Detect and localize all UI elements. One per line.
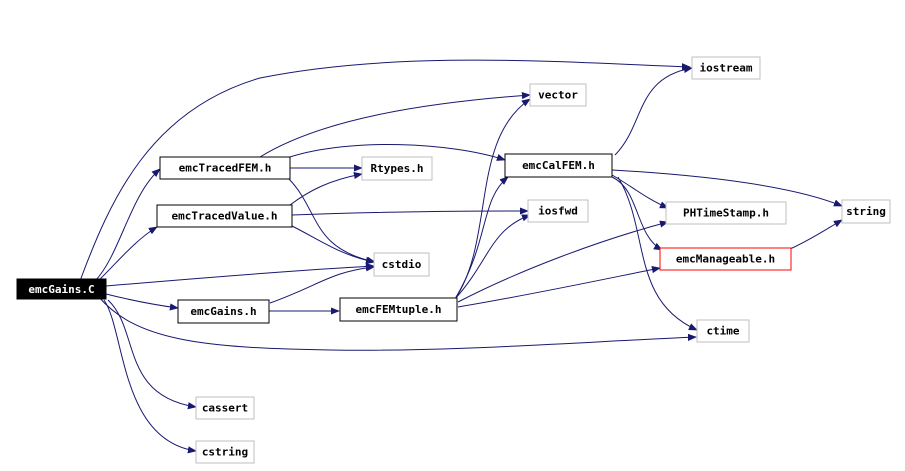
edge-emcManageable-h-to-string [789,219,843,250]
node-cstring-label: cstring [202,446,248,459]
nodes: emcGains.C emcTracedFEM.h emcTracedValue… [16,56,891,464]
node-Rtypes-h-box [361,156,433,181]
edge-emcCalFEM-h-to-string [611,169,843,207]
edge-emcCalFEM-h-to-emcManageable-h [611,176,663,251]
node-cassert[interactable]: cassert [195,396,255,420]
edge-emcGains-C-to-iostream [79,59,691,282]
node-Rtypes-h[interactable]: Rtypes.h [361,156,433,181]
edge-emcGains-C-to-emcGains-h [105,293,179,311]
node-cstdio-box [373,252,430,277]
node-string-label: string [846,205,886,218]
node-emcTracedValue-h-box [156,204,293,228]
node-emcCalFEM-h[interactable]: emcCalFEM.h [504,153,613,178]
edge-emcTracedValue-h-to-cstdio [291,225,375,264]
node-iosfwd[interactable]: iosfwd [527,199,589,223]
node-vector-label: vector [538,89,578,102]
node-emcFEMtuple-h-label: emcFEMtuple.h [355,303,441,316]
node-emcTracedFEM-h[interactable]: emcTracedFEM.h [159,156,291,180]
edge-emcGains-h-to-cstdio [269,264,375,304]
node-emcGains-C-label: emcGains.C [28,283,94,296]
node-PHTimeStamp-h[interactable]: PHTimeStamp.h [665,201,787,225]
edge-emcCalFEM-h-to-PHTimeStamp-h [611,174,669,209]
node-cstring[interactable]: cstring [195,440,255,464]
node-cstdio-label: cstdio [382,258,422,271]
edge-emcTracedFEM-h-to-cstdio [287,177,376,264]
node-vector-box [529,83,587,107]
edge-emcTracedValue-h-to-iosfwd [291,207,529,216]
node-emcManageable-h-label: emcManageable.h [676,253,775,266]
node-iostream-box [691,56,761,80]
node-string[interactable]: string [841,199,891,224]
node-emcGains-C[interactable]: emcGains.C [16,278,107,300]
node-PHTimeStamp-h-label: PHTimeStamp.h [683,207,769,220]
node-cstring-box [195,440,255,464]
edge-emcFEMtuple-h-to-PHTimeStamp-h [457,220,669,303]
node-string-box [841,199,891,224]
node-emcGains-C-box [16,278,107,300]
edge-emcCalFEM-h-to-iostream [614,65,693,156]
node-ctime-box [696,319,750,343]
node-emcTracedValue-h-label: emcTracedValue.h [172,210,278,223]
edge-emcGains-C-to-cstdio [105,262,375,287]
node-emcCalFEM-h-label: emcCalFEM.h [522,159,595,172]
node-cstdio[interactable]: cstdio [373,252,430,277]
edge-emcTracedFEM-h-to-vector [259,91,531,158]
node-ctime-label: ctime [706,325,739,338]
node-cassert-box [195,396,255,420]
edge-emcGains-C-to-ctime [97,295,697,351]
node-emcFEMtuple-h-box [339,297,458,322]
node-Rtypes-h-label: Rtypes.h [371,162,424,175]
node-emcTracedFEM-h-label: emcTracedFEM.h [179,162,272,175]
edge-emcFEMtuple-h-to-iosfwd [454,214,531,300]
edge-emcTracedValue-h-to-Rtypes-h [289,171,363,206]
node-cassert-label: cassert [202,402,248,415]
edge-emcGains-C-to-cstring [103,299,197,454]
edge-emcFEMtuple-h-to-emcManageable-h [457,266,661,308]
node-emcManageable-h[interactable]: emcManageable.h [659,247,792,271]
node-ctime[interactable]: ctime [696,319,750,343]
node-iosfwd-box [527,199,589,223]
node-emcCalFEM-h-box [504,153,613,178]
node-emcTracedValue-h[interactable]: emcTracedValue.h [156,204,293,228]
node-iosfwd-label: iosfwd [538,205,578,218]
node-vector[interactable]: vector [529,83,587,107]
edge-emcTracedFEM-h-to-emcCalFEM-h [289,144,506,161]
node-emcGains-h[interactable]: emcGains.h [177,299,270,324]
edge-emcGains-C-to-emcTracedValue-h [97,226,158,282]
node-emcGains-h-label: emcGains.h [190,305,256,318]
edge-emcGains-C-to-cassert [107,299,197,410]
node-emcManageable-h-box [659,247,792,271]
node-PHTimeStamp-h-box [665,201,787,225]
node-iostream-label: iostream [700,62,753,75]
edge-emcGains-C-to-emcTracedFEM-h [94,168,161,282]
node-emcGains-h-box [177,299,270,324]
edge-emcFEMtuple-h-to-emcCalFEM-h [454,176,509,300]
node-emcFEMtuple-h[interactable]: emcFEMtuple.h [339,297,458,322]
node-emcTracedFEM-h-box [159,156,291,180]
edges [79,59,843,454]
edge-emcCalFEM-h-to-ctime [617,176,698,331]
node-iostream[interactable]: iostream [691,56,761,80]
